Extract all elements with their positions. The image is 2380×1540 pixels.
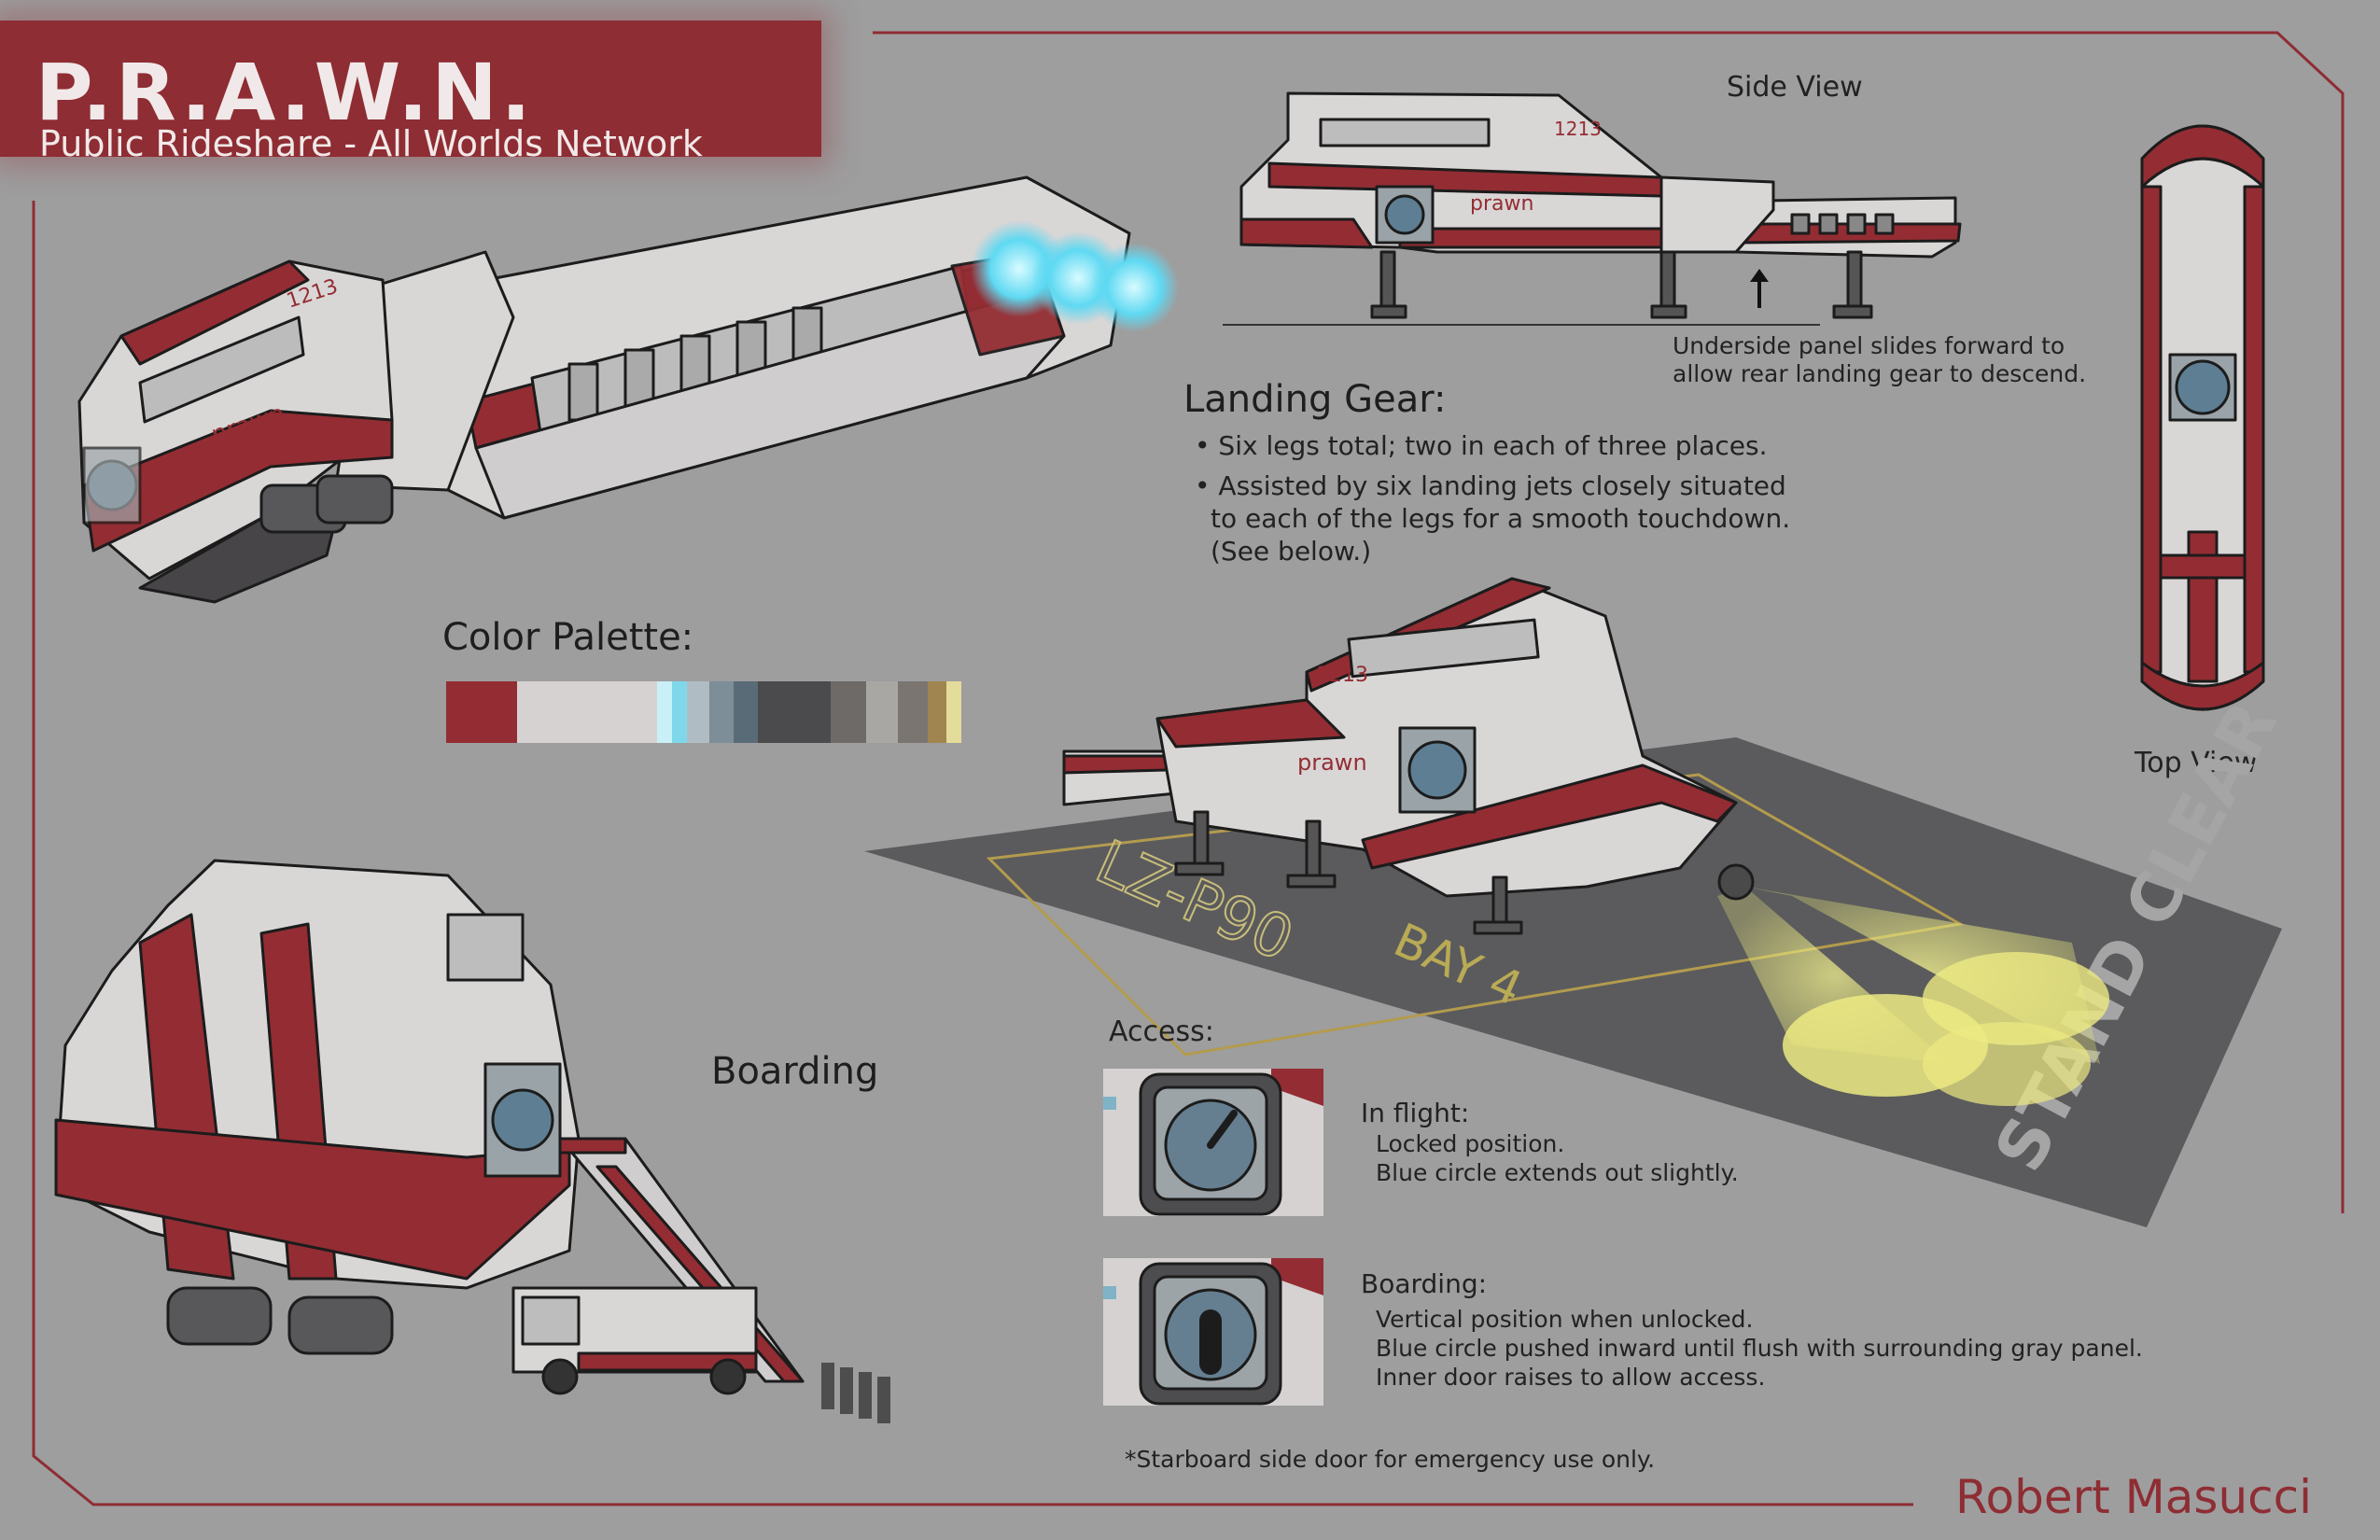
landing-gear-bullet-2-line1: • Assisted by six landing jets closely s… (1195, 470, 1786, 501)
access-footnote: *Starboard side door for emergency use o… (1125, 1446, 1656, 1473)
landing-pad-illustration: LZ-P90 BAY 4 STAND CLEAR 1213 prawn (864, 577, 2292, 1227)
palette-swatch (898, 681, 928, 743)
palette-swatch (928, 681, 946, 743)
palette-swatch (866, 681, 898, 743)
title-banner: P.R.A.W.N. Public Rideshare - All Worlds… (0, 21, 821, 164)
hero-ship-illustration: prawn 1213 (77, 175, 1179, 604)
side-view-illustration: 1213 prawn (1223, 91, 1962, 326)
side-logo: prawn (1470, 192, 1533, 216)
landing-gear-heading: Landing Gear: (1183, 378, 1447, 421)
door-locked-diagram (1103, 1069, 1323, 1216)
top-view-illustration (2140, 124, 2265, 711)
access-in-flight-line2: Blue circle extends out slightly. (1376, 1159, 1739, 1186)
palette-swatch (517, 681, 657, 743)
palette-swatch (758, 681, 831, 743)
landing-gear-bullet-2-line3: (See below.) (1211, 536, 1372, 567)
color-palette-swatches (446, 681, 989, 743)
door-boarding-diagram (1103, 1258, 1323, 1406)
boarding-logo: prawn (221, 1167, 340, 1218)
landed-logo: prawn (1297, 749, 1367, 776)
side-view-label: Side View (1727, 71, 1863, 104)
access-in-flight-line1: Locked position. (1376, 1130, 1565, 1157)
access-boarding-title: Boarding: (1361, 1268, 1488, 1299)
access-boarding-line2: Blue circle pushed inward until flush wi… (1376, 1335, 2143, 1362)
palette-swatch (946, 681, 961, 743)
landing-gear-bullet-1: • Six legs total; two in each of three p… (1195, 430, 1768, 461)
landed-hull-number: 1213 (1316, 664, 1368, 687)
boarding-illustration: prawn (54, 859, 890, 1423)
access-boarding-line1: Vertical position when unlocked. (1376, 1306, 1754, 1333)
page-subtitle: Public Rideshare - All Worlds Network (39, 123, 703, 164)
landing-gear-bullet-2-line2: to each of the legs for a smooth touchdo… (1211, 503, 1791, 534)
palette-swatch (831, 681, 866, 743)
top-view-label: Top View (2135, 747, 2258, 779)
author-credit: Robert Masucci (1955, 1470, 2313, 1524)
access-in-flight-title: In flight: (1361, 1098, 1470, 1128)
side-view-note-line1: Underside panel slides forward to (1673, 332, 2065, 359)
palette-swatch (709, 681, 734, 743)
palette-swatch (657, 681, 672, 743)
side-view-note-line2: allow rear landing gear to descend. (1673, 360, 2087, 387)
page-title: P.R.A.W.N. (35, 47, 535, 138)
boarding-view-label: Boarding (711, 1050, 879, 1093)
access-heading: Access: (1109, 1015, 1214, 1048)
side-hull-number: 1213 (1554, 118, 1602, 140)
palette-swatch (734, 681, 758, 743)
access-boarding-line3: Inner door raises to allow access. (1376, 1364, 1766, 1391)
palette-swatch (687, 681, 709, 743)
palette-swatch (672, 681, 687, 743)
palette-swatch (446, 681, 517, 743)
thruster-glow-3 (1089, 243, 1179, 332)
color-palette-heading: Color Palette: (442, 616, 694, 659)
